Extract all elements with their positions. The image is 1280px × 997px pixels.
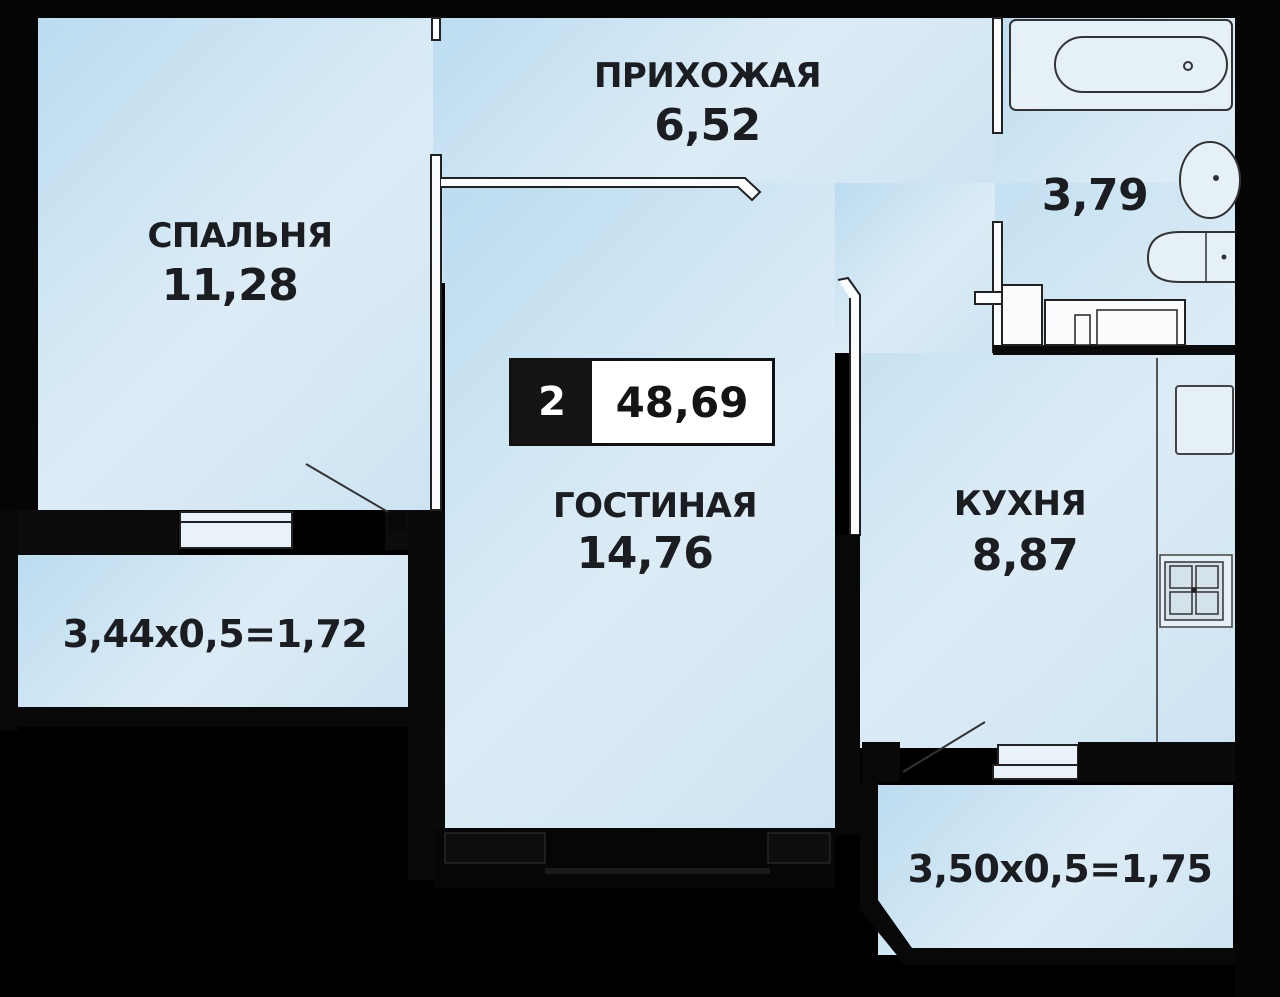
room-balcony-right-fill bbox=[878, 785, 1233, 955]
room-area-bathroom: 3,79 bbox=[1041, 170, 1149, 221]
total-area: 48,69 bbox=[615, 377, 749, 427]
room-label-hallway: ПРИХОЖАЯ bbox=[593, 56, 822, 96]
room-area-hallway: 6,52 bbox=[654, 100, 761, 151]
room-area-living: 14,76 bbox=[576, 528, 714, 579]
room-area-bedroom: 11,28 bbox=[161, 260, 299, 311]
rooms-count: 2 bbox=[512, 361, 592, 443]
room-area-balcony-right: 3,50x0,5=1,75 bbox=[907, 847, 1213, 891]
room-corridor-fill bbox=[835, 183, 995, 353]
room-balcony-left-fill bbox=[18, 555, 408, 707]
apartment-summary-badge: 2 48,69 bbox=[509, 358, 775, 446]
room-living-fill bbox=[445, 183, 835, 828]
room-area-balcony-left: 3,44x0,5=1,72 bbox=[62, 612, 368, 656]
room-label-living: ГОСТИНАЯ bbox=[552, 486, 758, 526]
room-label-kitchen: КУХНЯ bbox=[953, 484, 1087, 524]
room-label-bedroom: СПАЛЬНЯ bbox=[147, 216, 333, 256]
room-area-kitchen: 8,87 bbox=[971, 530, 1079, 581]
room-bedroom-fill bbox=[38, 18, 433, 510]
room-hallway-fill bbox=[433, 18, 995, 183]
